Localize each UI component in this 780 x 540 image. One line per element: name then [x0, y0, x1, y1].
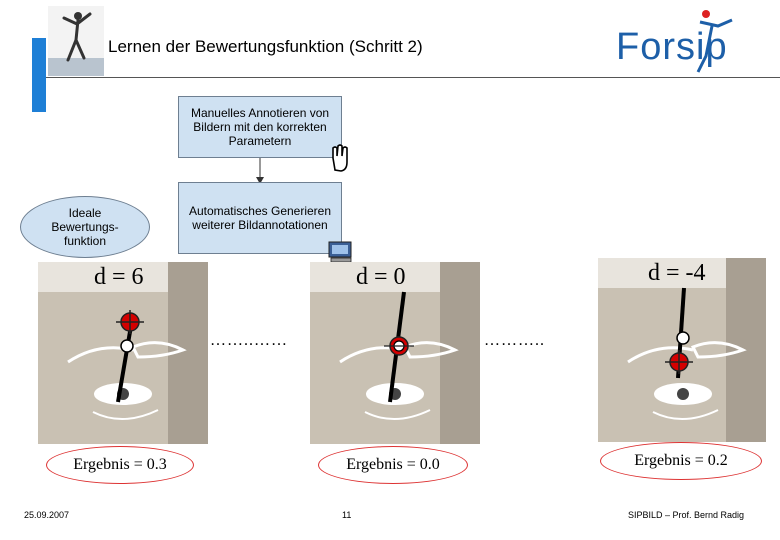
eye-image-3 [598, 258, 766, 442]
computer-icon [328, 241, 352, 263]
ellipsis-2: ……….. [484, 332, 545, 349]
page-number: 11 [342, 510, 352, 520]
d-value-label-2: d = 0 [356, 264, 406, 290]
skater-photo [48, 6, 104, 76]
d-value-label-3: d = -4 [648, 260, 706, 286]
logo-figure-icon [696, 10, 733, 73]
accent-bar [32, 38, 46, 112]
auto-annotation-box: Automatisches Generieren weiterer Bildan… [178, 182, 342, 254]
result-label-3: Ergebnis = 0.2 [600, 442, 762, 480]
eye-image-2 [310, 262, 480, 444]
d-value-label-1: d = 6 [94, 264, 144, 290]
footer-date: 25.09.2007 [24, 510, 70, 520]
page-title: Lernen der Bewertungsfunktion (Schritt 2… [108, 37, 423, 56]
hand-icon [332, 144, 348, 172]
footer-credit: SIPBILD – Prof. Bernd Radig [628, 510, 745, 520]
header-divider [46, 77, 780, 78]
manual-annotation-box: Manuelles Annotieren von Bildern mit den… [178, 96, 342, 158]
ideal-function-oval: Ideale Bewertungs-funktion [20, 196, 150, 258]
result-label-1: Ergebnis = 0.3 [46, 446, 194, 484]
eye-image-1 [38, 262, 208, 444]
forsip-logo: Forsip [608, 6, 738, 76]
result-label-2: Ergebnis = 0.0 [318, 446, 468, 484]
ellipsis-1: ……..…… [210, 332, 288, 349]
arrow-down-icon [256, 158, 264, 184]
